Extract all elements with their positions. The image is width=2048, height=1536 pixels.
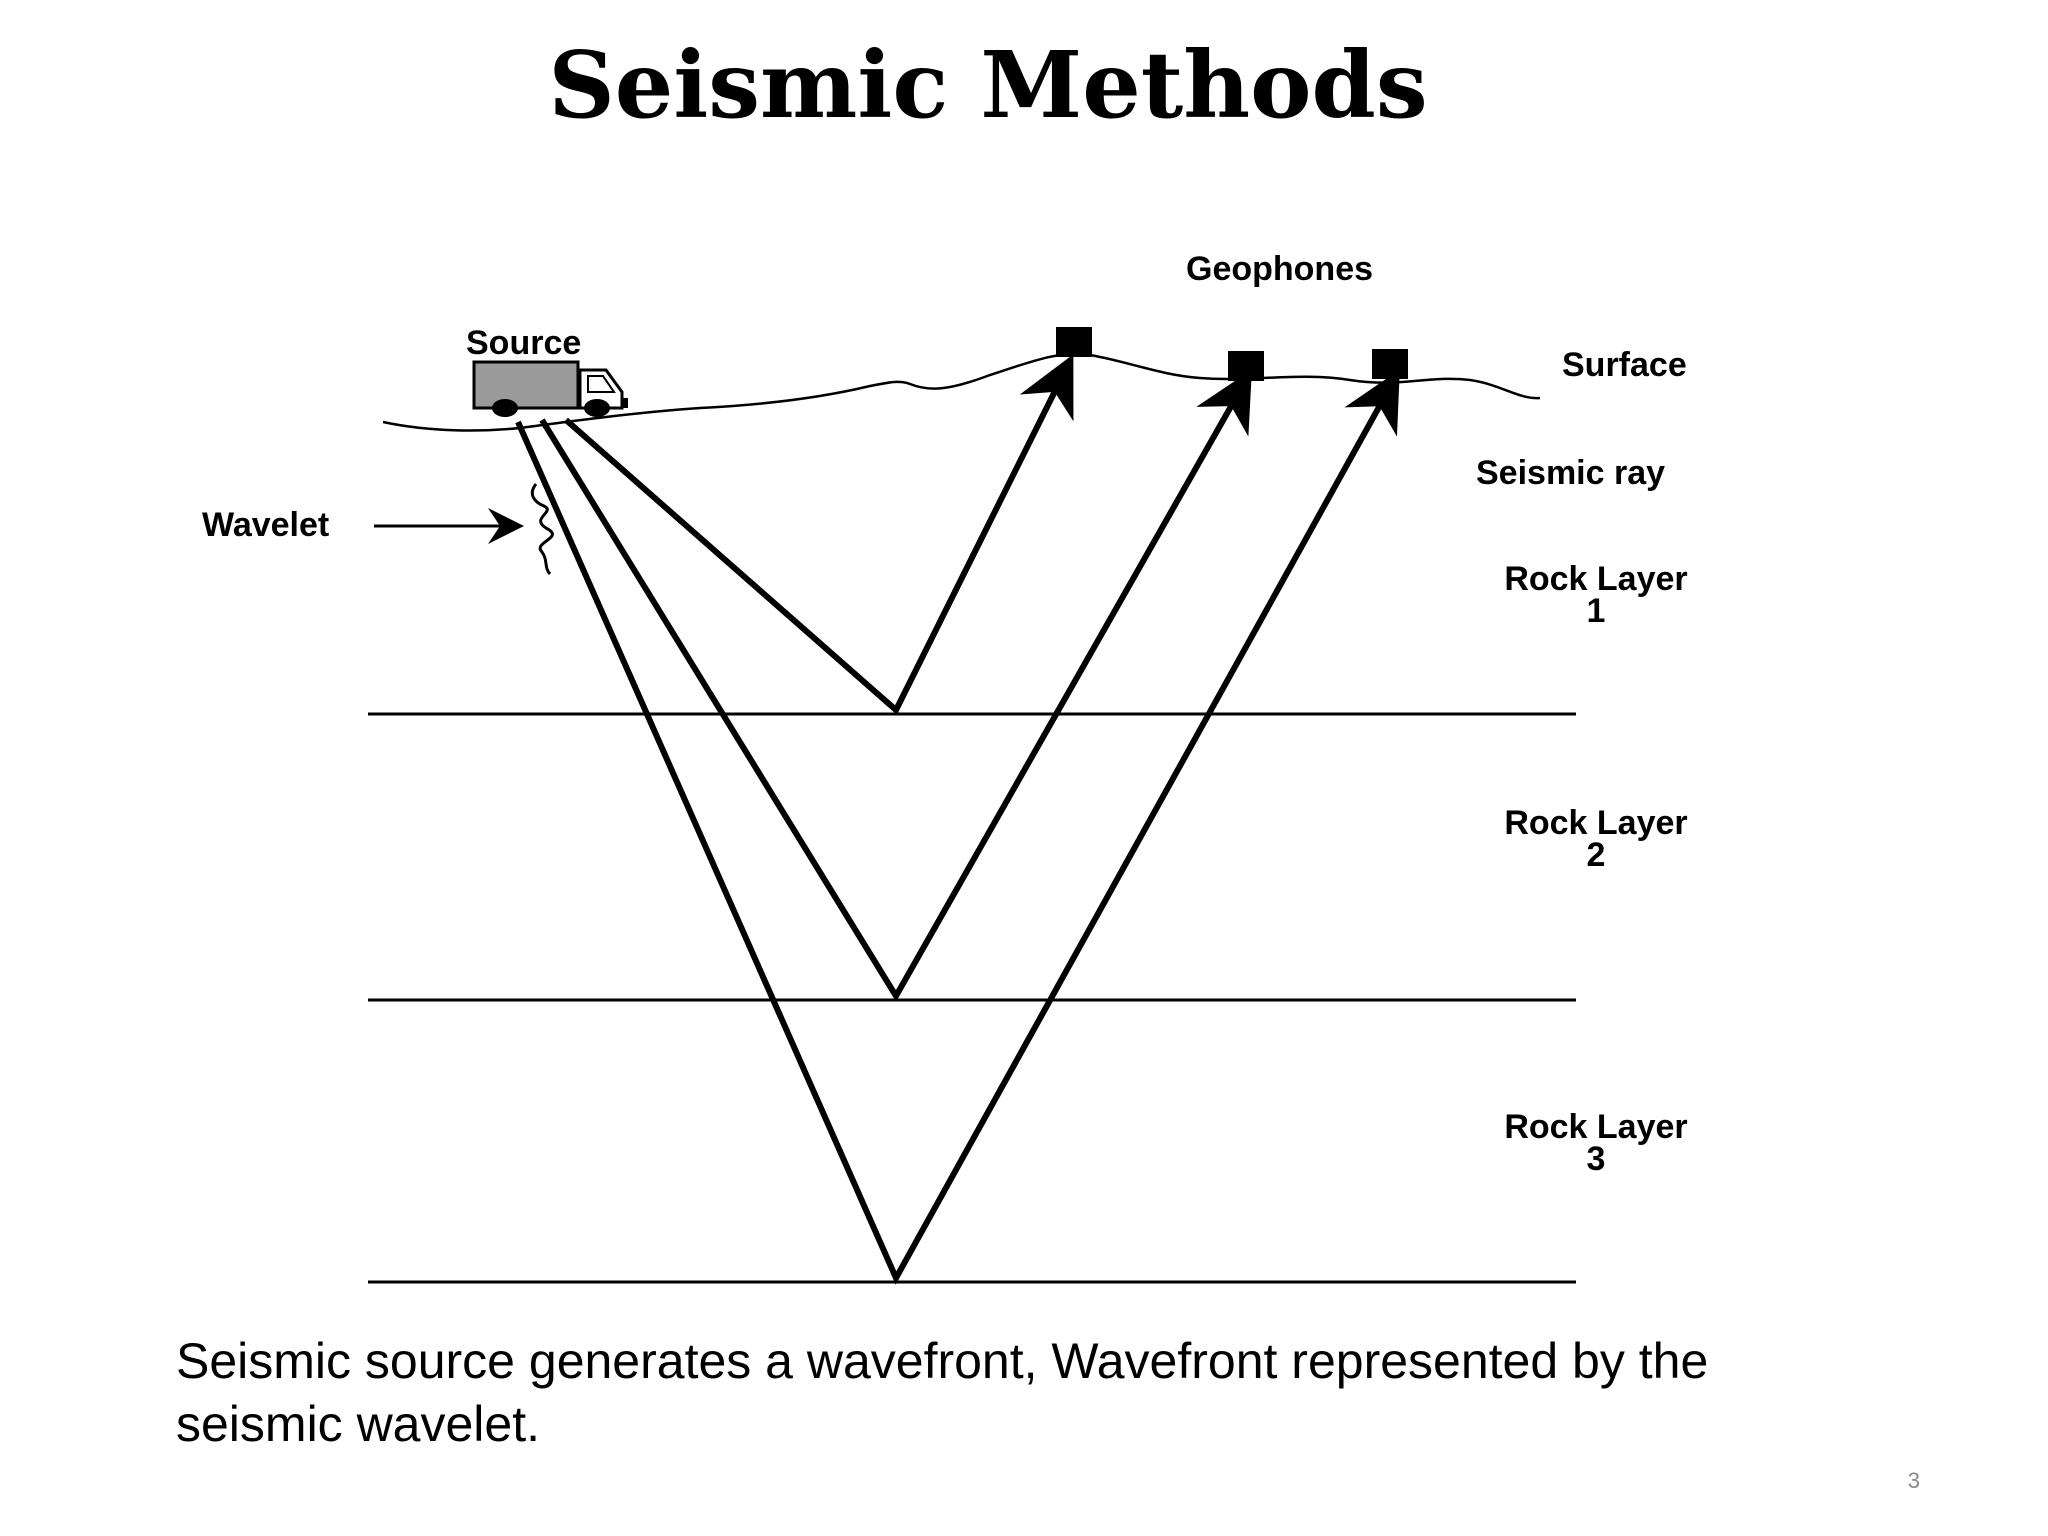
rock-layer-3-label: Rock Layer [1504, 1108, 1687, 1146]
geophone-icon [1372, 349, 1408, 379]
source-label: Source [466, 324, 581, 362]
surface-label: Surface [1562, 346, 1687, 384]
rock-layer-1-number: 1 [1587, 592, 1606, 630]
rock-layer-2-number: 2 [1587, 836, 1606, 874]
seismic-ray-label: Seismic ray [1476, 454, 1665, 492]
slide-title: Seismic Methods [548, 31, 1428, 139]
source-truck-icon [472, 360, 628, 417]
rock-layer-1-label: Rock Layer [1504, 560, 1687, 598]
seismic-ray-layer-2 [539, 369, 1252, 1002]
rock-layer-3-number: 3 [1587, 1140, 1606, 1178]
seismic-ray-layer-1 [564, 354, 1074, 715]
slide-caption: Seismic source generates a wavefront, Wa… [176, 1333, 1709, 1452]
wavelet-squiggle-icon [530, 483, 554, 576]
page-number: 3 [1907, 1468, 1920, 1493]
seismic-ray-layer-3 [515, 369, 1400, 1285]
wavelet-label: Wavelet [202, 506, 329, 544]
geophone-icon [1056, 327, 1092, 357]
geophone-icon [1228, 351, 1264, 381]
geophones-label: Geophones [1186, 250, 1373, 288]
rock-layer-2-label: Rock Layer [1504, 804, 1687, 842]
